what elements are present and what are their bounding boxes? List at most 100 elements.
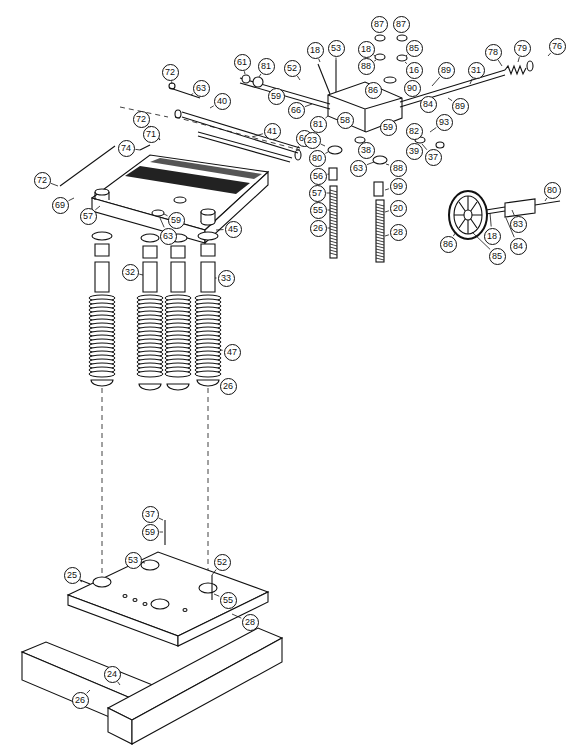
callout-circle: 88 [390, 160, 407, 177]
callout-number: 39 [409, 147, 419, 156]
callout-circle: 78 [485, 44, 502, 61]
callout-circle: 33 [218, 270, 235, 287]
thread [376, 222, 384, 224]
thread [376, 216, 384, 218]
callout-circle: 58 [337, 112, 354, 129]
callout-circle: 63 [160, 228, 177, 245]
leader-line [221, 350, 223, 351]
callout-circle: 26 [310, 220, 327, 237]
leader-line [51, 183, 58, 186]
callout-circle: 88 [358, 58, 375, 75]
callout-number: 18 [310, 46, 320, 55]
leader-line [386, 164, 389, 166]
leader-line [215, 278, 217, 279]
callout-circle: 37 [142, 506, 159, 523]
leader-line [214, 594, 219, 596]
callout-circle: 39 [406, 143, 423, 160]
thread [376, 219, 384, 221]
callout-number: 72 [165, 68, 175, 77]
thread [330, 202, 337, 204]
callout-number: 84 [513, 242, 523, 251]
callout-number: 78 [488, 48, 498, 57]
callout-circle: 86 [440, 236, 457, 253]
thread [376, 249, 384, 251]
callout-number: 89 [441, 66, 451, 75]
callout-number: 88 [361, 62, 371, 71]
callout-number: 40 [217, 97, 227, 106]
callout-circle: 18 [484, 228, 501, 245]
callout-number: 24 [107, 670, 117, 679]
callout-circle: 85 [406, 40, 423, 57]
callout-number: 26 [75, 696, 85, 705]
callout-number: 37 [145, 510, 155, 519]
callout-number: 59 [171, 216, 181, 225]
leader-line [210, 106, 214, 108]
callout-number: 74 [121, 144, 131, 153]
bellows-rib [89, 371, 115, 377]
callout-number: 26 [223, 382, 233, 391]
callout-circle: 74 [118, 140, 135, 157]
callout-number: 53 [128, 556, 138, 565]
callout-number: 87 [374, 20, 384, 29]
leader-line [453, 232, 456, 236]
callout-circle: 16 [406, 62, 423, 79]
thread [330, 193, 337, 195]
thread [330, 214, 337, 216]
callout-number: 72 [37, 176, 47, 185]
callout-circle: 76 [549, 38, 566, 55]
callout-circle: 82 [406, 123, 423, 140]
callout-number: 32 [125, 268, 135, 277]
callout-number: 80 [547, 186, 557, 195]
callout-number: 28 [245, 618, 255, 627]
leader-line [232, 614, 241, 618]
thread [330, 190, 337, 192]
leader-line [252, 134, 263, 137]
leader-line [328, 210, 331, 211]
callout-number: 55 [313, 206, 323, 215]
callout-number: 26 [313, 224, 323, 233]
callout-number: 79 [517, 44, 527, 53]
callout-number: 58 [340, 116, 350, 125]
thread [376, 240, 384, 242]
leader-line [325, 152, 328, 153]
callout-number: 52 [217, 558, 227, 567]
leader-line [498, 60, 502, 66]
thread [330, 208, 337, 210]
leader-line [405, 62, 407, 64]
callout-circle: 40 [214, 93, 231, 110]
leader-line [512, 210, 514, 215]
leader-line [68, 198, 74, 201]
leader-line [296, 146, 299, 150]
thread [376, 225, 384, 227]
callout-number: 99 [393, 182, 403, 191]
callout-circle: 59 [268, 88, 285, 105]
callout-circle: 52 [214, 554, 231, 571]
callout-circle: 72 [34, 172, 51, 189]
thread [330, 238, 337, 240]
callout-circle: 38 [358, 142, 375, 159]
callout-circle: 80 [544, 182, 561, 199]
thread [376, 243, 384, 245]
callout-number: 89 [455, 102, 465, 111]
callout-circle: 63 [193, 80, 210, 97]
callout-circle: 87 [371, 16, 388, 33]
bellows-rib [165, 371, 191, 377]
leader-line [191, 93, 193, 95]
callout-number: 28 [393, 228, 403, 237]
callout-circle: 72 [162, 64, 179, 81]
callout-number: 57 [83, 212, 93, 221]
thread [376, 258, 384, 260]
callout-number: 61 [237, 58, 247, 67]
callout-circle: 63 [350, 160, 367, 177]
callout-circle: 89 [452, 98, 469, 115]
callout-number: 18 [361, 45, 371, 54]
leader-line [160, 532, 164, 533]
callout-number: 18 [487, 232, 497, 241]
bellows-rib [195, 371, 221, 377]
leader-line [80, 580, 82, 582]
callout-circle: 28 [242, 614, 259, 631]
callout-number: 82 [409, 127, 419, 136]
callout-circle: 26 [220, 378, 237, 395]
callout-circle: 99 [390, 178, 407, 195]
thread [330, 223, 337, 225]
